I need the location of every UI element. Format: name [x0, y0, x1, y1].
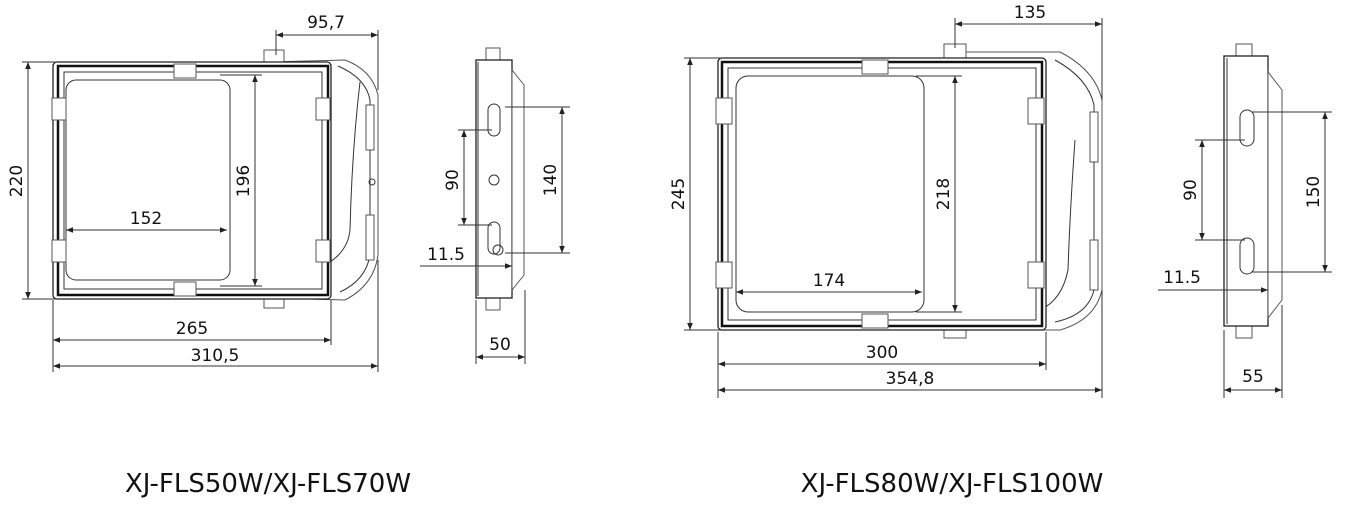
small-front-view [51, 49, 379, 309]
large-slot-top [1239, 109, 1255, 147]
small-housing [52, 61, 332, 300]
large-offset-label: 11.5 [1163, 268, 1201, 288]
small-model-caption: XJ-FLS50W/XJ-FLS70W [125, 469, 411, 499]
large-hole-spacing-inner-label: 90 [1181, 179, 1201, 201]
large-clip-left-top [715, 97, 733, 125]
large-bracket-depth-label: 135 [1014, 3, 1046, 23]
small-window [65, 79, 231, 281]
small-clip-right-top [315, 97, 331, 121]
large-body-width-label: 300 [866, 343, 898, 363]
large-height-label: 245 [669, 178, 689, 210]
small-hole-spacing-outer-label: 140 [541, 164, 561, 196]
small-clip-bottom [173, 281, 197, 297]
small-height-label: 220 [7, 165, 27, 197]
large-model-caption: XJ-FLS80W/XJ-FLS100W [801, 469, 1104, 499]
small-depth-label: 50 [489, 335, 511, 355]
small-slot-bottom [487, 221, 501, 255]
small-clip-right-bottom [315, 239, 331, 263]
large-hole-spacing-outer-label: 150 [1304, 176, 1324, 208]
small-slot-top [487, 103, 501, 137]
large-inner-width-label: 174 [813, 271, 845, 291]
small-side-dimensions: 140 90 11.5 50 [420, 106, 570, 364]
small-offset-label: 11.5 [427, 245, 465, 265]
large-clip-right-top [1027, 97, 1045, 125]
large-front-view [715, 43, 1103, 339]
large-clip-left-bottom [715, 261, 733, 289]
small-front-dimensions: 95,7 220 196 152 265 310,5 [7, 13, 379, 372]
small-body-width-label: 265 [176, 319, 208, 339]
small-overall-width-label: 310,5 [191, 346, 240, 366]
large-window [735, 75, 925, 313]
large-side-view [1223, 43, 1283, 339]
small-clip-left-bottom [51, 239, 67, 263]
small-clip-left-top [51, 97, 67, 121]
large-clip-right-bottom [1027, 261, 1045, 289]
small-bracket-depth-label: 95,7 [307, 13, 345, 33]
small-hole-spacing-inner-label: 90 [443, 169, 463, 191]
small-side-view [475, 47, 525, 311]
large-front-dimensions: 135 245 218 174 300 354,8 [669, 3, 1103, 398]
small-inner-width-label: 152 [130, 209, 162, 229]
large-side-dimensions: 150 90 11.5 55 [1158, 111, 1332, 398]
large-clip-top [861, 59, 889, 75]
large-depth-label: 55 [1242, 367, 1264, 387]
large-clip-bottom [861, 313, 889, 329]
large-housing [717, 57, 1047, 331]
large-inner-height-label: 218 [934, 178, 954, 210]
small-side-bracket [475, 59, 513, 299]
large-overall-width-label: 354,8 [886, 369, 935, 389]
large-slot-bottom [1239, 237, 1255, 275]
large-side-bracket [1223, 55, 1269, 327]
small-clip-top [173, 63, 197, 79]
small-inner-height-label: 196 [234, 165, 254, 197]
